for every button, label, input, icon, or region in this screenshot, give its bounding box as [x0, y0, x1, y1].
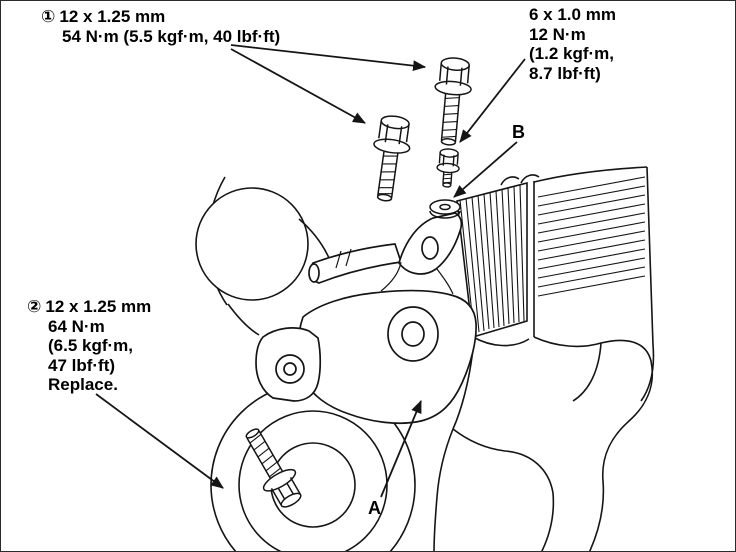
bolt-threads [443, 173, 452, 184]
bolt-threads [441, 97, 460, 138]
mount-bracket [255, 212, 477, 425]
lower-bolt-torque-nm: 64 N·m [48, 316, 105, 336]
crank-pulley [210, 382, 416, 551]
bracket-body [297, 289, 477, 425]
flange-bolt-1 [434, 57, 472, 146]
part-label-b: B [512, 122, 525, 142]
arrow-from-a [380, 399, 422, 498]
drive-belt [456, 174, 540, 347]
small-bolt-torque-nm: 12 N·m [529, 24, 586, 44]
bolt-threads [378, 155, 398, 195]
small-bolt-torque-kgf: (1.2 kgf·m, [529, 44, 615, 63]
belt-ribs [459, 184, 525, 334]
callout-1-marker: ① [41, 7, 56, 26]
mount-bolt-lower [245, 428, 302, 508]
bolt-threads [249, 433, 281, 478]
callout-small-bolt: 6 x 1.0 mm 12 N·m (1.2 kgf·m, 8.7 lbf·ft… [529, 5, 616, 83]
callout-2-marker: ② [27, 297, 42, 316]
small-bolt-torque-lbf: 8.7 lbf·ft) [529, 63, 601, 83]
small-bolt-size: 6 x 1.0 mm [529, 5, 616, 24]
leader-arrows [95, 44, 526, 498]
arrow-to-small-bolt [459, 58, 526, 143]
pump-housing [195, 176, 330, 336]
block-fins [537, 176, 646, 297]
lower-bolt-torque-lbf: 47 lbf·ft) [48, 355, 116, 375]
bracket-slot-hole [421, 236, 439, 260]
lower-bolt-note: Replace. [48, 375, 118, 394]
part-label-a: A [368, 498, 381, 518]
arrow-from-b [453, 141, 518, 198]
callout-1-size: 12 x 1.25 mm [59, 7, 166, 26]
lower-bolt-torque-kgf: (6.5 kgf·m, [48, 336, 134, 355]
engine-block [433, 166, 655, 551]
tube-clamp [335, 248, 352, 269]
stud-washer [429, 199, 461, 219]
arrow-to-bolt-2 [230, 48, 366, 124]
callout-1-torque: 54 N·m (5.5 kgf·m, 40 lbf·ft) [62, 26, 281, 46]
arrow-to-bolt-1 [230, 44, 427, 72]
arrow-to-lower-bolt [95, 393, 224, 489]
callout-2-size: 12 x 1.25 mm [45, 297, 152, 316]
flange-bolt-2 [373, 115, 411, 202]
flange-bolt-small [436, 148, 460, 188]
